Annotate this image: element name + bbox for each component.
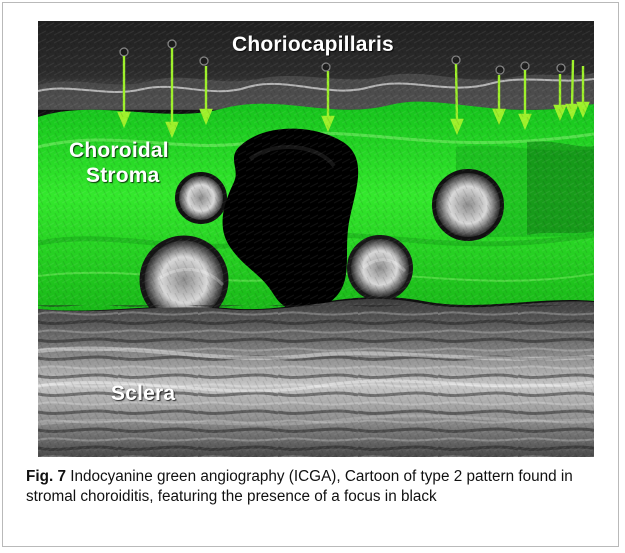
figure-caption-label: Fig. 7 — [26, 468, 66, 485]
figure-caption-text: Indocyanine green angiography (ICGA), Ca… — [26, 468, 573, 505]
choroidal-label: Choroidal — [69, 139, 169, 163]
stroma-label: Stroma — [86, 164, 160, 188]
icga-illustration: Choriocapillaris Choroidal Stroma Sclera — [38, 21, 594, 457]
figure-container: Choriocapillaris Choroidal Stroma Sclera… — [2, 2, 619, 547]
figure-caption: Fig. 7 Indocyanine green angiography (IC… — [26, 467, 594, 507]
sclera-label: Sclera — [111, 382, 175, 406]
choriocapillaris-label: Choriocapillaris — [232, 33, 394, 57]
